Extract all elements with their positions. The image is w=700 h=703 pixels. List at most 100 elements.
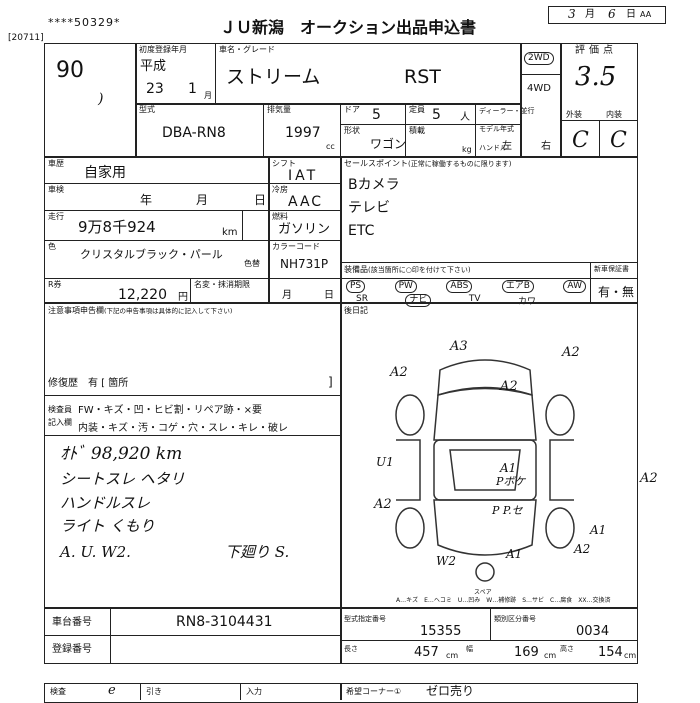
rear-seat-label: 後日記 xyxy=(344,306,368,315)
corner-label: 希望コーナー① xyxy=(346,687,402,696)
score-label: 評価点 xyxy=(575,45,617,56)
mark-a2-mid-left: A2 xyxy=(374,497,392,512)
first-reg-month-unit: 月 xyxy=(204,91,212,100)
date-suffix: AA xyxy=(640,10,652,19)
rtax-value: 12,220 xyxy=(118,287,167,303)
mileage-unit: km xyxy=(222,227,238,238)
note-line-3: ハンドルスレ xyxy=(60,494,151,512)
capacity-label: 定員 xyxy=(409,105,425,114)
mark-a2-right: A2 xyxy=(640,471,658,486)
equip-pw: PW xyxy=(394,280,417,293)
equip-ps: PS xyxy=(346,280,366,293)
repair-label: 修復歴 有 [ 箇所 xyxy=(48,378,129,389)
mark-u1: U1 xyxy=(376,455,394,469)
car-name-label: 車名・グレード xyxy=(219,45,275,54)
aircon-value: AAC xyxy=(288,194,324,210)
displacement-label: 排気量 xyxy=(267,105,291,114)
equip-abs: ABS xyxy=(446,280,473,293)
mark-a2-rear: A2 xyxy=(574,542,591,556)
name-change-label: 名変・抹消期限 xyxy=(194,280,250,289)
mark-a3: A3 xyxy=(450,339,468,354)
model-value: DBA-RN8 xyxy=(162,125,226,141)
spare-label: スペア xyxy=(474,589,492,596)
int-label: 内装 xyxy=(606,110,622,119)
check-label: 検査 xyxy=(50,687,66,696)
sales-point-label: セールスポイント(正常に稼働するものに限ります) xyxy=(344,159,512,168)
top-section xyxy=(44,43,638,157)
note-line-4: ライト くもり xyxy=(60,517,155,535)
mark-a1-center: A1 xyxy=(500,461,517,475)
handle-left: 左 xyxy=(502,141,512,152)
date-day: 6 xyxy=(608,7,616,21)
class-no-value: 0034 xyxy=(576,624,610,639)
mark-a1-rear: A1 xyxy=(590,523,607,537)
displacement-unit: cc xyxy=(326,142,335,151)
lot-number: 90 xyxy=(56,58,84,83)
color-label: 色 xyxy=(48,242,56,251)
aircon-label: 冷房 xyxy=(272,185,288,194)
car-grade: RST xyxy=(404,66,441,88)
history-label: 車歴 xyxy=(48,159,64,168)
corner-value: ゼロ売り xyxy=(426,684,475,698)
equipment-row-1: PS PW ABS エアB AW xyxy=(346,280,586,293)
warranty-yes-no: 有・無 xyxy=(598,285,635,299)
type-no-value: 15355 xyxy=(420,624,462,639)
color-value: クリスタルブラック・パール xyxy=(80,248,223,261)
rtax-label: R券 xyxy=(48,280,62,289)
drive-2wd: 2WD xyxy=(524,52,554,65)
equip-leather: カワ xyxy=(517,297,536,307)
first-reg-month: 1 xyxy=(188,81,197,97)
model-label: 型式 xyxy=(139,105,155,114)
note-line-6: 下廻り S. xyxy=(225,543,290,561)
height-unit: cm xyxy=(624,651,637,660)
mark-w2: W2 xyxy=(436,554,456,568)
name-change-month: 月 xyxy=(282,290,292,301)
history-value: 自家用 xyxy=(84,165,126,181)
height-value: 154 xyxy=(598,645,623,660)
height-label: 高さ xyxy=(560,645,574,653)
rtax-unit: 円 xyxy=(178,292,188,303)
sales-point-3: ETC xyxy=(348,223,375,239)
lot-mark: ) xyxy=(98,91,104,107)
color-code-label: カラーコード xyxy=(272,242,320,251)
doors-label: ドア xyxy=(344,105,360,114)
int-score: C xyxy=(610,128,627,153)
damage-legend: A…キズ E…ヘコミ U…凹み W…補修跡 S…サビ C…腐食 XX…交換済 xyxy=(396,597,611,604)
name-change-day: 日 xyxy=(324,290,334,301)
month-unit: 月 xyxy=(585,9,595,20)
car-name: ストリーム xyxy=(226,66,321,88)
day-unit: 日 xyxy=(626,9,636,20)
paint-label: 色替 xyxy=(244,259,260,268)
length-value: 457 xyxy=(414,645,439,660)
first-reg-year: 23 xyxy=(146,81,164,97)
equip-airbag: エアB xyxy=(501,280,534,293)
mark-a1-bottom: A1 xyxy=(506,547,523,561)
inspection-month-unit: 月 xyxy=(196,193,209,207)
equip-aw: AW xyxy=(563,280,586,293)
chassis-value: RN8-3104431 xyxy=(176,614,273,630)
inspection-year-unit: 年 xyxy=(140,193,153,207)
date-box xyxy=(548,6,666,24)
mileage-label: 走行 xyxy=(48,212,64,221)
shape-value: ワゴン xyxy=(370,137,407,151)
equip-tv: TV xyxy=(468,294,481,304)
fuel-label: 燃料 xyxy=(272,212,288,221)
top-code: ****50329* xyxy=(48,16,121,29)
capacity-unit: 人 xyxy=(460,112,470,123)
chassis-label: 車台番号 xyxy=(52,617,92,628)
shift-label: シフト xyxy=(272,159,296,168)
mark-a2-center: A2 xyxy=(500,379,518,394)
dealer-label: ディーラー・並行 xyxy=(479,107,535,115)
mileage-value: 9万8千924 xyxy=(78,218,156,236)
shape-label: 形状 xyxy=(344,126,360,135)
length-label: 長さ xyxy=(344,645,358,653)
inspection-day-unit: 日 xyxy=(254,193,267,207)
score-value: 3.5 xyxy=(575,62,617,92)
entry-label: 入力 xyxy=(246,687,262,696)
mark-a2-left: A2 xyxy=(390,365,408,380)
sales-point-2: テレビ xyxy=(348,200,390,216)
capacity-value: 5 xyxy=(432,107,441,123)
form-title: ＪＵ新潟 オークション出品申込書 xyxy=(220,18,477,37)
note-line-1: ｵﾄﾞ 98,920 km xyxy=(60,444,183,464)
inspection-label: 車検 xyxy=(48,185,64,194)
